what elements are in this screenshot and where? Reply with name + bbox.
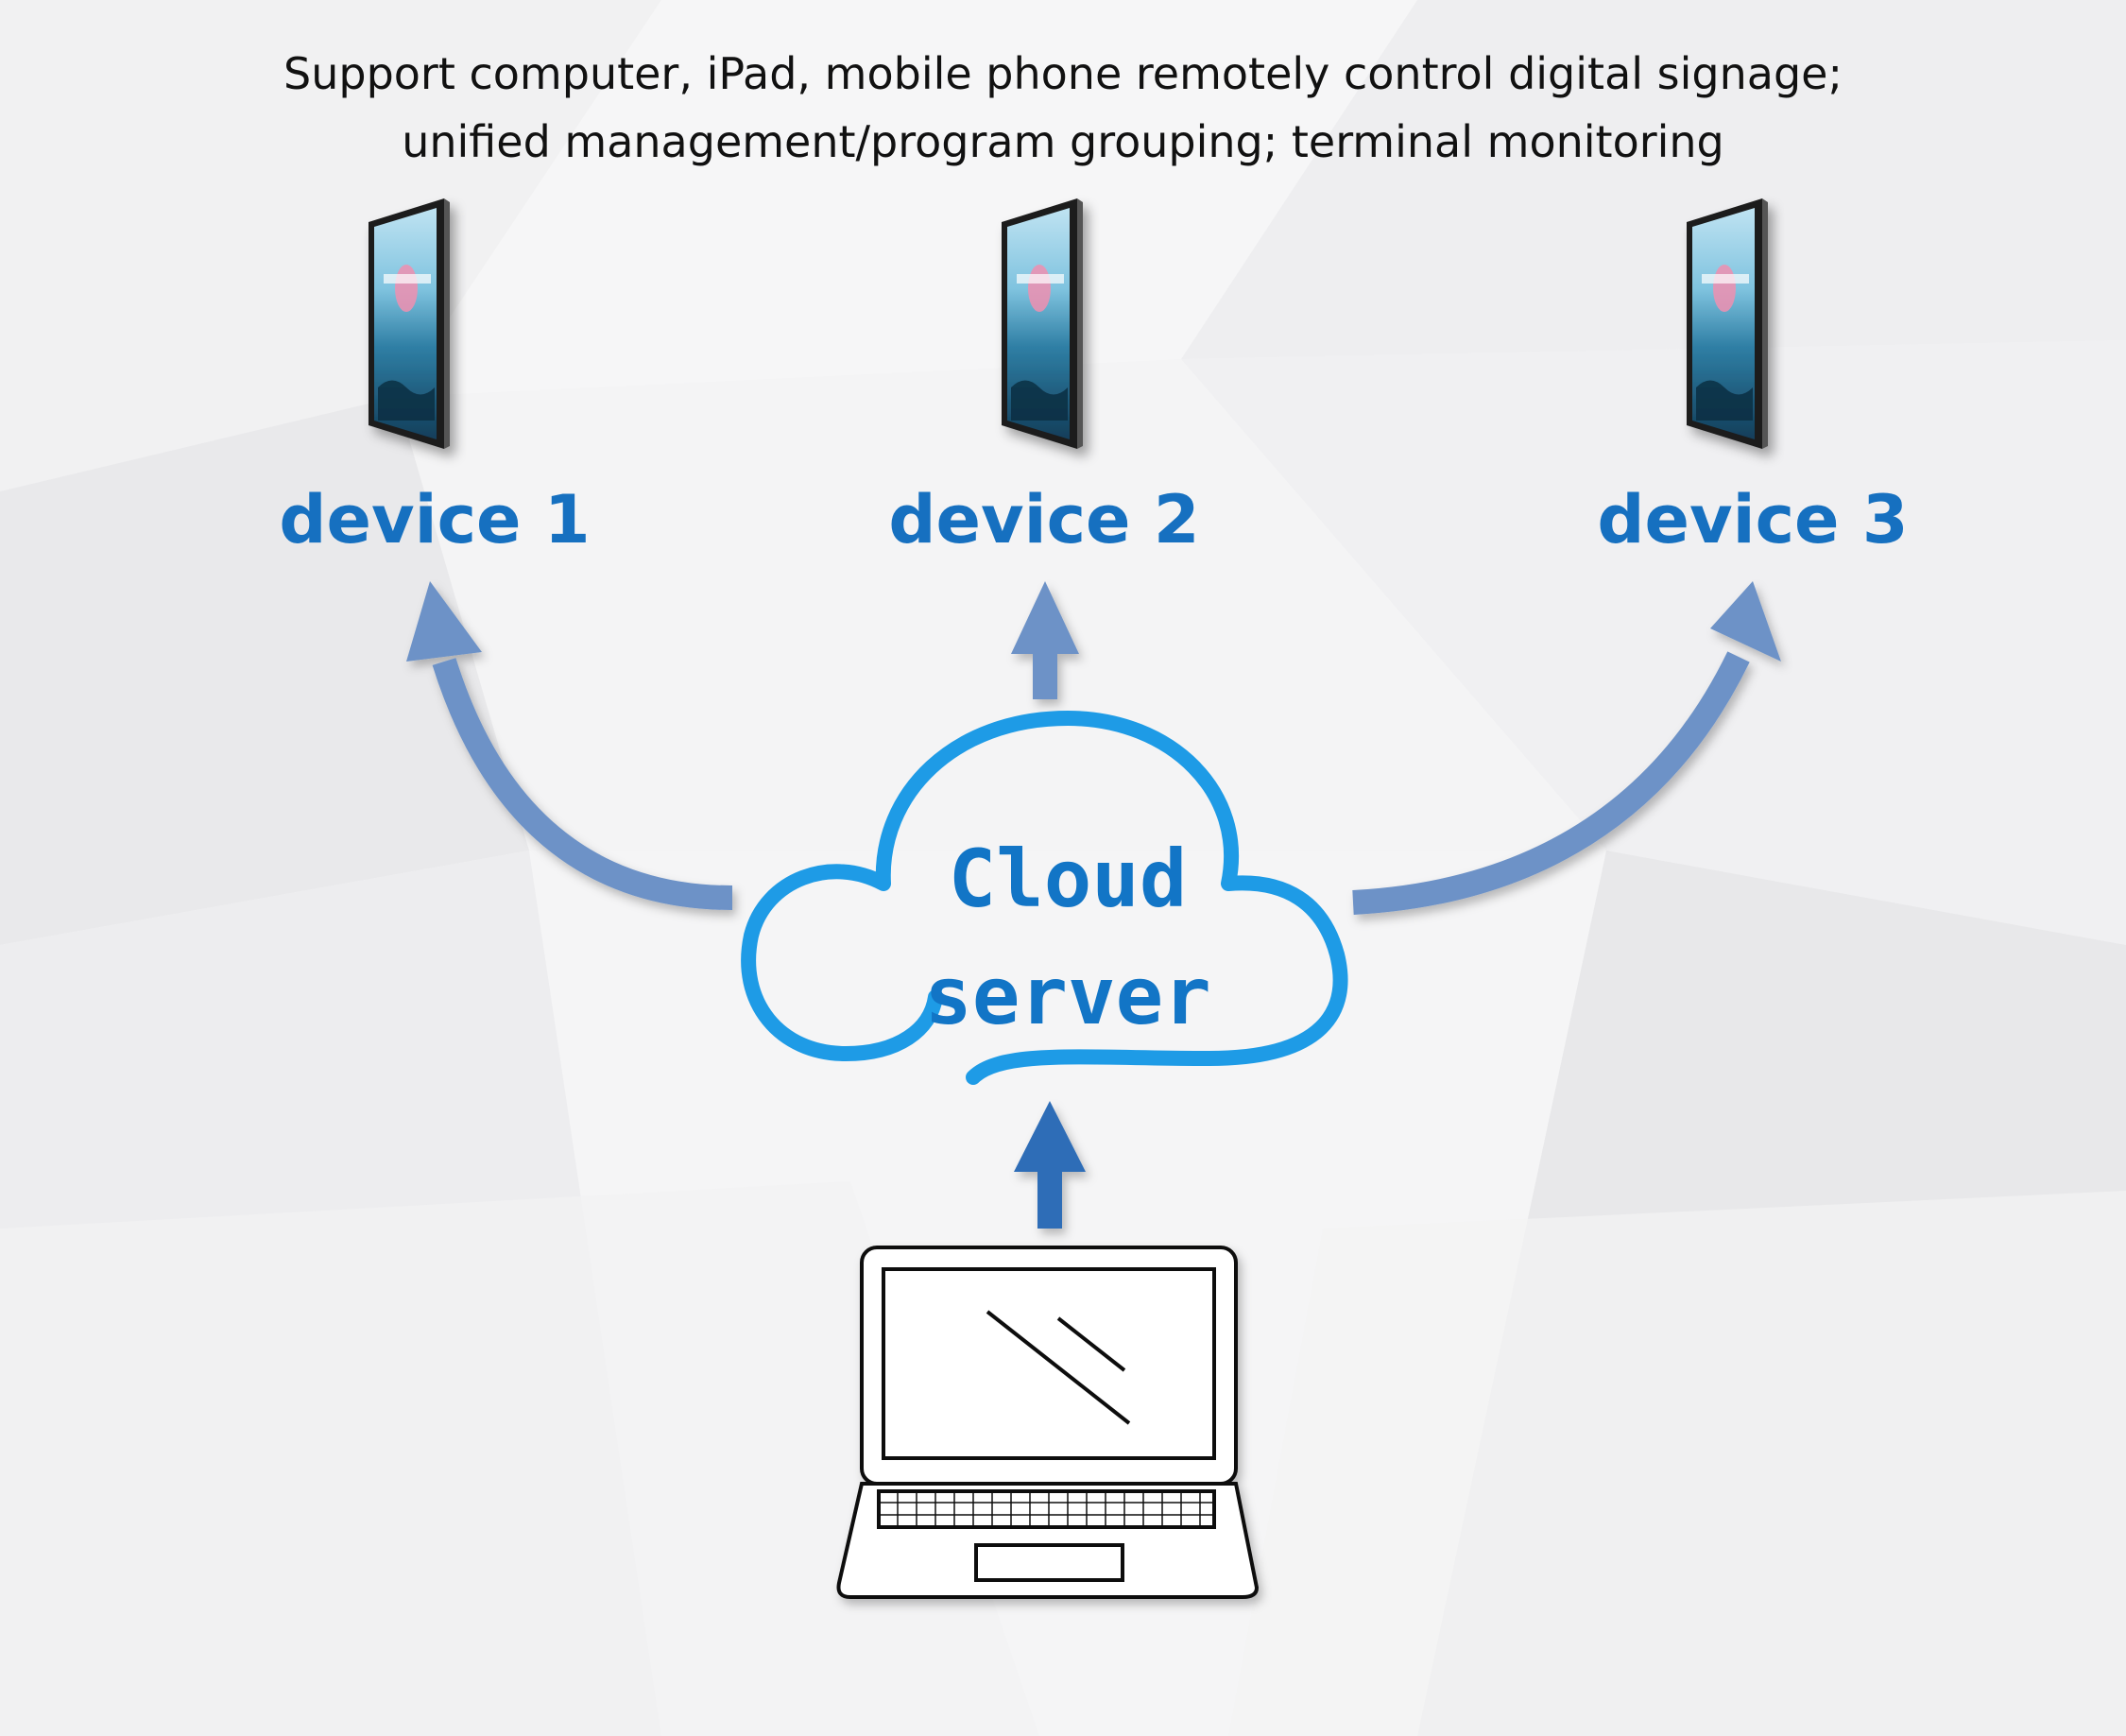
caption-line-1: Support computer, iPad, mobile phone rem…	[283, 48, 1843, 99]
arrow-icon	[406, 581, 733, 910]
digital-signage-display-icon	[1687, 198, 1768, 449]
arrow-icon	[1352, 581, 1781, 915]
cloud-label-line-1: Cloud	[948, 833, 1188, 925]
cloud-label-line-2: server	[924, 950, 1211, 1042]
cloud-icon	[741, 711, 1348, 1085]
caption-line-2: unified management/program grouping; ter…	[402, 116, 1724, 167]
device-label-1: device 1	[279, 481, 591, 559]
digital-signage-display-icon	[1002, 198, 1083, 449]
device-label-3: device 3	[1597, 481, 1909, 559]
arrow-icon	[1014, 1101, 1086, 1229]
device-label-2: device 2	[888, 481, 1200, 559]
caption: Support computer, iPad, mobile phone rem…	[0, 40, 2126, 176]
arrow-icon	[1011, 581, 1079, 699]
laptop-icon	[836, 1246, 1260, 1599]
digital-signage-display-icon	[369, 198, 450, 449]
